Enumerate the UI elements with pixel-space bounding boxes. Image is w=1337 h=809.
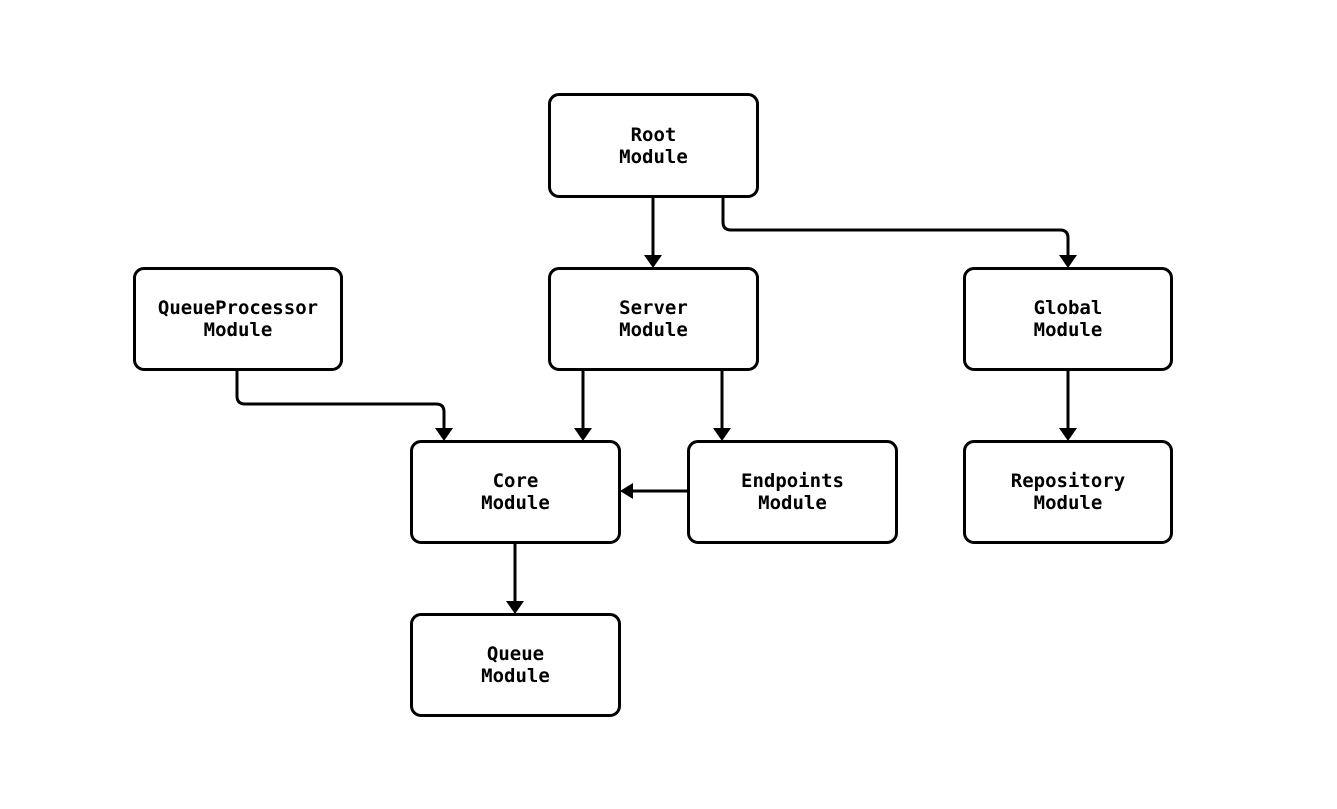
node-label-secondary: Module [1033,319,1103,341]
node-label-secondary: Module [619,145,688,168]
edge-paths [235,198,1077,614]
node-label-primary: Endpoints [741,470,844,492]
node-label-secondary: Module [1033,492,1103,514]
node-label-primary: Server [619,297,688,319]
edge-endpoints-to-core-arrowhead [620,483,633,499]
node-label-secondary: Module [758,492,827,514]
node-label-primary: Core [492,470,539,492]
node-label-primary: QueueProcessor [157,297,319,319]
node-label-secondary: Module [619,319,688,341]
node-label-secondary: Module [203,319,273,341]
node-label-primary: Repository [1010,470,1126,492]
edge-root-to-global [721,198,1070,255]
node-label-primary: Queue [486,643,545,665]
node-label-secondary: Module [481,492,550,514]
edge-queueprocessor-to-core [235,371,446,428]
node-label-primary: Root [630,123,677,146]
node-label-secondary: Module [481,665,550,687]
node-label-primary: Global [1033,297,1103,319]
